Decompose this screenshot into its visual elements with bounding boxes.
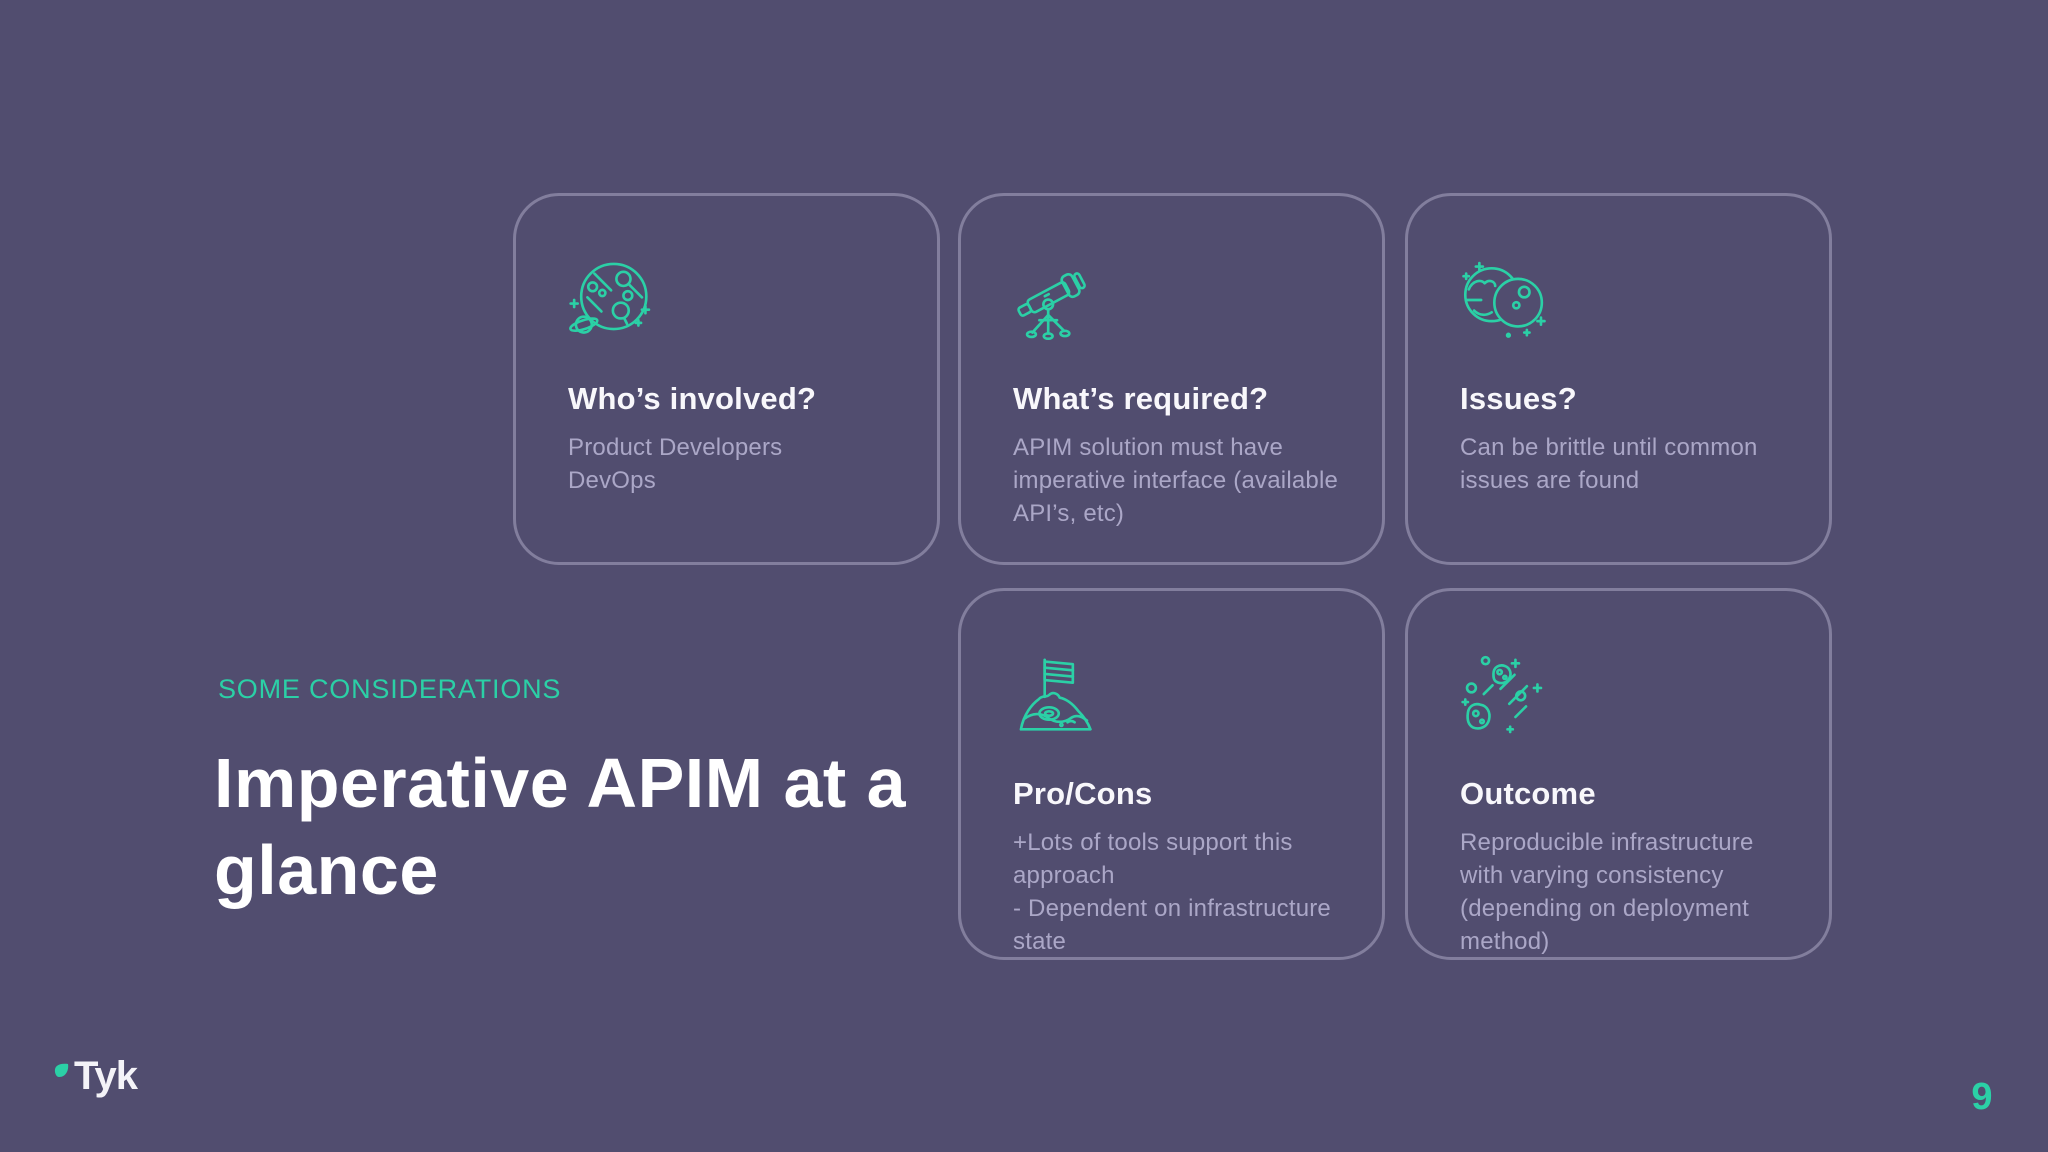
tyk-leaf-icon [54, 1063, 69, 1077]
card-body: APIM solution must have imperative inter… [1013, 434, 1339, 527]
meteors-icon [1461, 655, 1543, 734]
card-body: Can be brittle until common issues are f… [1460, 434, 1758, 494]
card-title: Who’s involved? [568, 381, 817, 416]
card-whos-involved: Who’s involved? Product Developers DevOp… [513, 193, 940, 565]
tyk-logo: Tyk [52, 1054, 138, 1099]
flag-summit-icon [1019, 658, 1092, 731]
planet-circuit-icon [569, 262, 651, 334]
card-pro-cons: Pro/Cons +Lots of tools support this app… [958, 588, 1385, 960]
card-body: Reproducible infrastructure with varying… [1460, 829, 1754, 955]
planets-eclipse-icon [1462, 261, 1546, 338]
card-whats-required: What’s required? APIM solution must have… [958, 193, 1385, 565]
page-title: Imperative APIM at a glance [214, 744, 907, 909]
card-title: Outcome [1460, 776, 1596, 811]
card-title: Issues? [1460, 381, 1577, 416]
telescope-icon [1017, 272, 1086, 341]
card-title: What’s required? [1013, 381, 1269, 416]
page-number: 9 [1971, 1076, 1993, 1118]
card-outcome: Outcome Reproducible infrastructure with… [1405, 588, 1832, 960]
logo-wordmark: Tyk [74, 1054, 138, 1098]
card-body: +Lots of tools support this approach - D… [1013, 829, 1331, 955]
card-issues: Issues? Can be brittle until common issu… [1405, 193, 1832, 565]
slide-eyebrow: SOME CONSIDERATIONS [218, 674, 562, 704]
card-title: Pro/Cons [1013, 776, 1153, 811]
card-body: Product Developers DevOps [568, 434, 783, 494]
